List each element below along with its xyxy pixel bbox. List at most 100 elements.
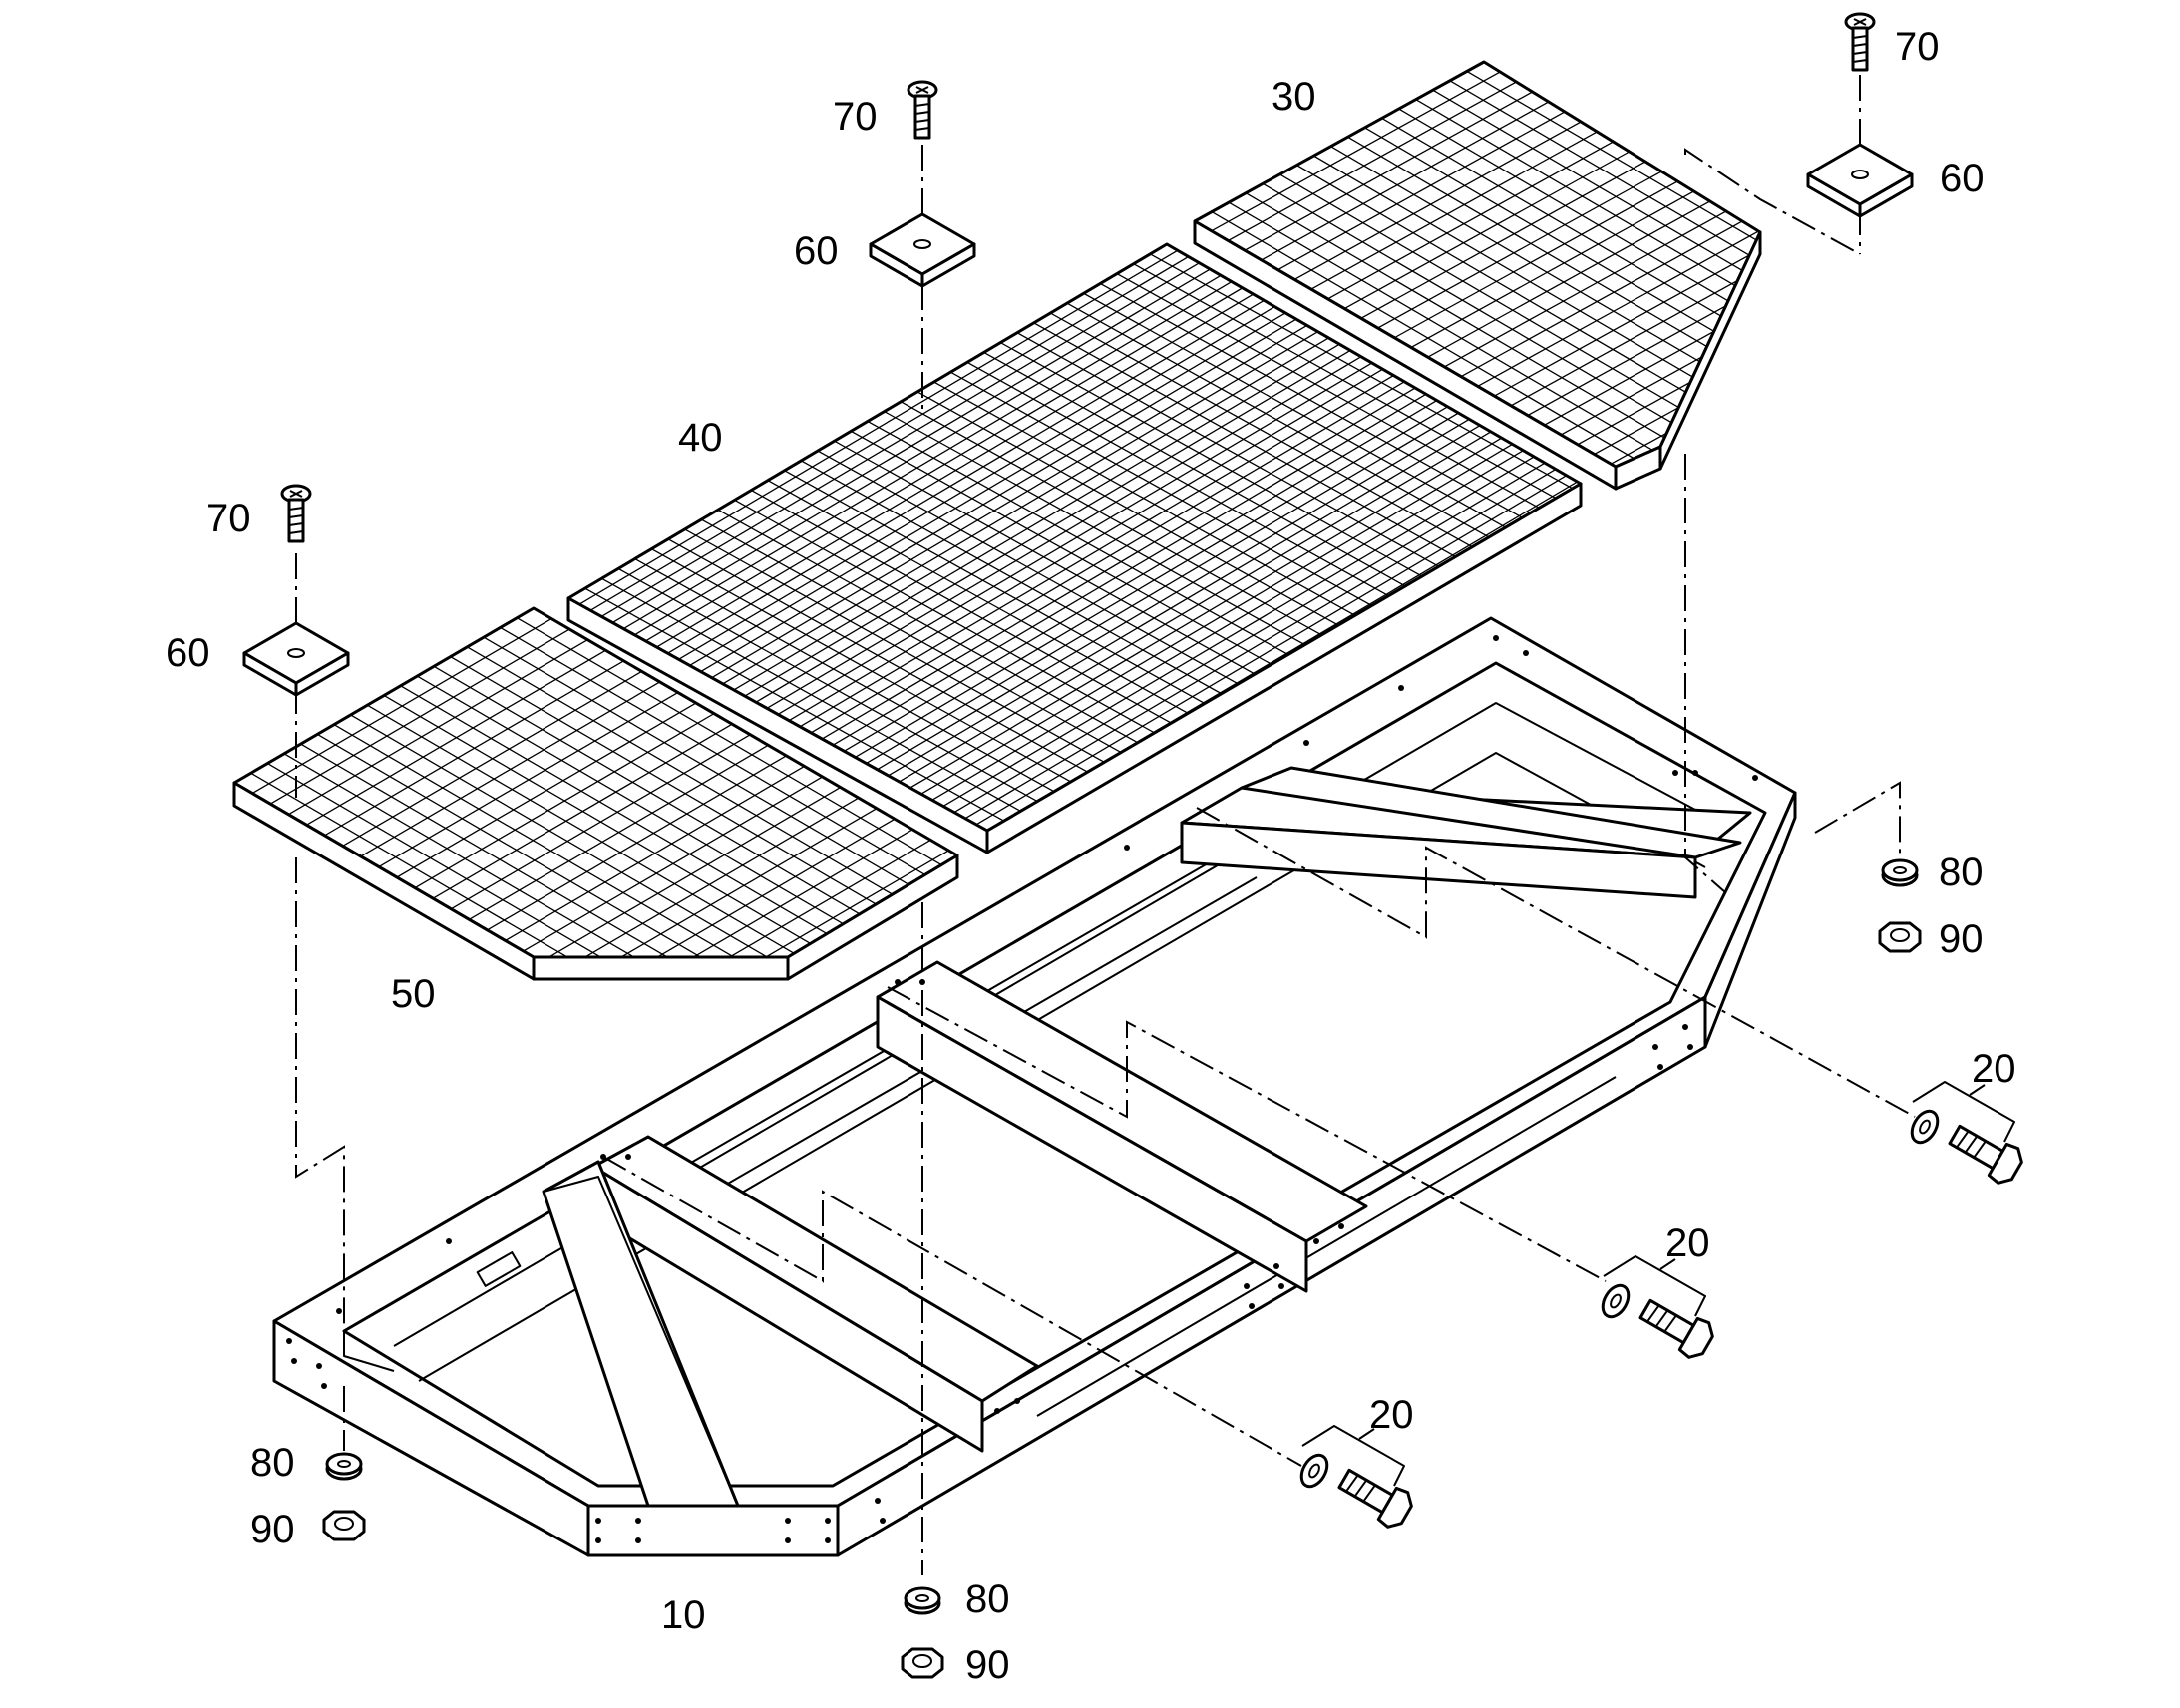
- grating-bar: [728, 330, 1448, 757]
- rivet-dots: [286, 635, 1758, 1543]
- grating-bar: [1314, 133, 1663, 326]
- grating-bar: [529, 779, 890, 957]
- grating-bar: [312, 653, 673, 864]
- screw-left: [280, 484, 312, 543]
- label-bolt-1: 20: [1972, 1047, 2016, 1091]
- assembly-lines: [295, 75, 1916, 1575]
- label-nut-right: 90: [1939, 917, 1984, 961]
- grating-bar: [783, 361, 1503, 788]
- hex-nut-left: [322, 1510, 366, 1541]
- label-washer-middle: 80: [965, 1577, 1010, 1621]
- grating-bar: [1747, 385, 1760, 467]
- grating-bar: [1431, 200, 1760, 394]
- label-screw-middle: 70: [833, 95, 878, 139]
- grating-bar: [662, 293, 1382, 720]
- label-grating-right: 30: [1272, 75, 1316, 119]
- grating-bar: [761, 348, 1481, 776]
- grating-bar: [493, 758, 854, 957]
- grating-bar: [568, 244, 1250, 647]
- grating-bar: [905, 428, 1581, 831]
- grating-bar: [883, 416, 1581, 831]
- grating-bar: [1398, 180, 1746, 374]
- grating-bar: [568, 244, 1282, 665]
- label-bolt-2: 20: [1665, 1221, 1710, 1265]
- grating-bar: [573, 244, 1293, 671]
- leader-brackets: [1301, 1081, 2015, 1487]
- grating-panel-right: [1193, 60, 1762, 491]
- grating-bar: [607, 263, 1326, 690]
- grating-bar: [629, 275, 1348, 702]
- grating-bar: [585, 250, 1304, 677]
- grating-bar: [1215, 74, 1564, 267]
- grating-bar: [861, 404, 1581, 831]
- grating-bar: [640, 281, 1359, 708]
- label-grating-middle: 40: [678, 416, 723, 460]
- grating-bar: [915, 434, 1581, 831]
- label-nut-left: 90: [250, 1508, 295, 1551]
- label-screw-right: 70: [1895, 25, 1940, 69]
- grating-bar: [330, 663, 691, 874]
- grating-bar: [706, 318, 1426, 745]
- grating-bar: [384, 695, 745, 906]
- grating-bar: [457, 737, 818, 948]
- grating-bar: [817, 379, 1536, 806]
- grating-bar: [806, 373, 1525, 800]
- grating-bar: [547, 790, 908, 957]
- label-clamp-middle: 60: [794, 229, 839, 273]
- screw-middle: [907, 80, 938, 140]
- grating-bar: [1448, 209, 1760, 404]
- clamp-plate-left: [242, 621, 350, 697]
- grating-mesh: [234, 608, 957, 957]
- grating-bar: [234, 608, 564, 802]
- grating-bar: [1663, 336, 1760, 467]
- grating-bar: [684, 306, 1404, 733]
- grating-bar: [568, 244, 1261, 653]
- grating-bar: [926, 440, 1581, 831]
- grating-bar: [475, 748, 836, 957]
- grating-bar: [1281, 113, 1631, 306]
- grating-bar: [1381, 171, 1730, 365]
- grating-bar: [850, 398, 1569, 825]
- grating-bar: [1195, 62, 1530, 248]
- grating-bar: [695, 312, 1415, 739]
- grating-bar: [619, 832, 957, 957]
- grating-bar: [1481, 229, 1760, 423]
- label-clamp-right: 60: [1940, 157, 1985, 200]
- hex-nut-middle: [901, 1647, 944, 1679]
- label-frame: 10: [661, 1593, 706, 1637]
- label-grating-left: 50: [391, 972, 436, 1016]
- hex-nut-right: [1878, 921, 1922, 953]
- grating-bar: [1249, 94, 1597, 287]
- grating-bar: [1265, 103, 1614, 296]
- washer-left: [325, 1452, 363, 1481]
- label-screw-left: 70: [206, 497, 251, 540]
- grating-bar: [1414, 190, 1760, 384]
- grating-bar: [1298, 123, 1646, 316]
- clamp-plate-middle: [869, 212, 976, 288]
- grating-bar: [1364, 162, 1713, 355]
- grating-bar: [894, 422, 1581, 831]
- grating-bar: [795, 367, 1514, 794]
- screw-right: [1844, 12, 1876, 72]
- grating-bar: [596, 256, 1315, 684]
- grating-bar: [403, 705, 763, 917]
- washer-middle: [904, 1586, 941, 1615]
- frame-assembly: [272, 616, 1797, 1557]
- grating-bar: [1697, 355, 1760, 467]
- clamp-plate-right: [1806, 143, 1914, 218]
- part-number-labels: 10 20 20 20 30 40 50 60 60 60 70 70 70 8…: [166, 25, 2016, 1687]
- grating-bar: [568, 244, 1228, 635]
- grating-bar: [348, 674, 709, 885]
- grating-bar: [872, 410, 1581, 831]
- grating-bar: [651, 287, 1371, 714]
- grating-bar: [1498, 239, 1760, 433]
- grating-bar: [1331, 142, 1680, 335]
- grating-bar: [1514, 248, 1760, 443]
- grating-bar: [239, 611, 600, 823]
- grating-bar: [1714, 365, 1760, 467]
- grating-bar: [1232, 84, 1581, 277]
- grating-bar: [294, 642, 654, 854]
- grating-bar: [276, 632, 636, 844]
- grating-panel-left: [232, 606, 959, 981]
